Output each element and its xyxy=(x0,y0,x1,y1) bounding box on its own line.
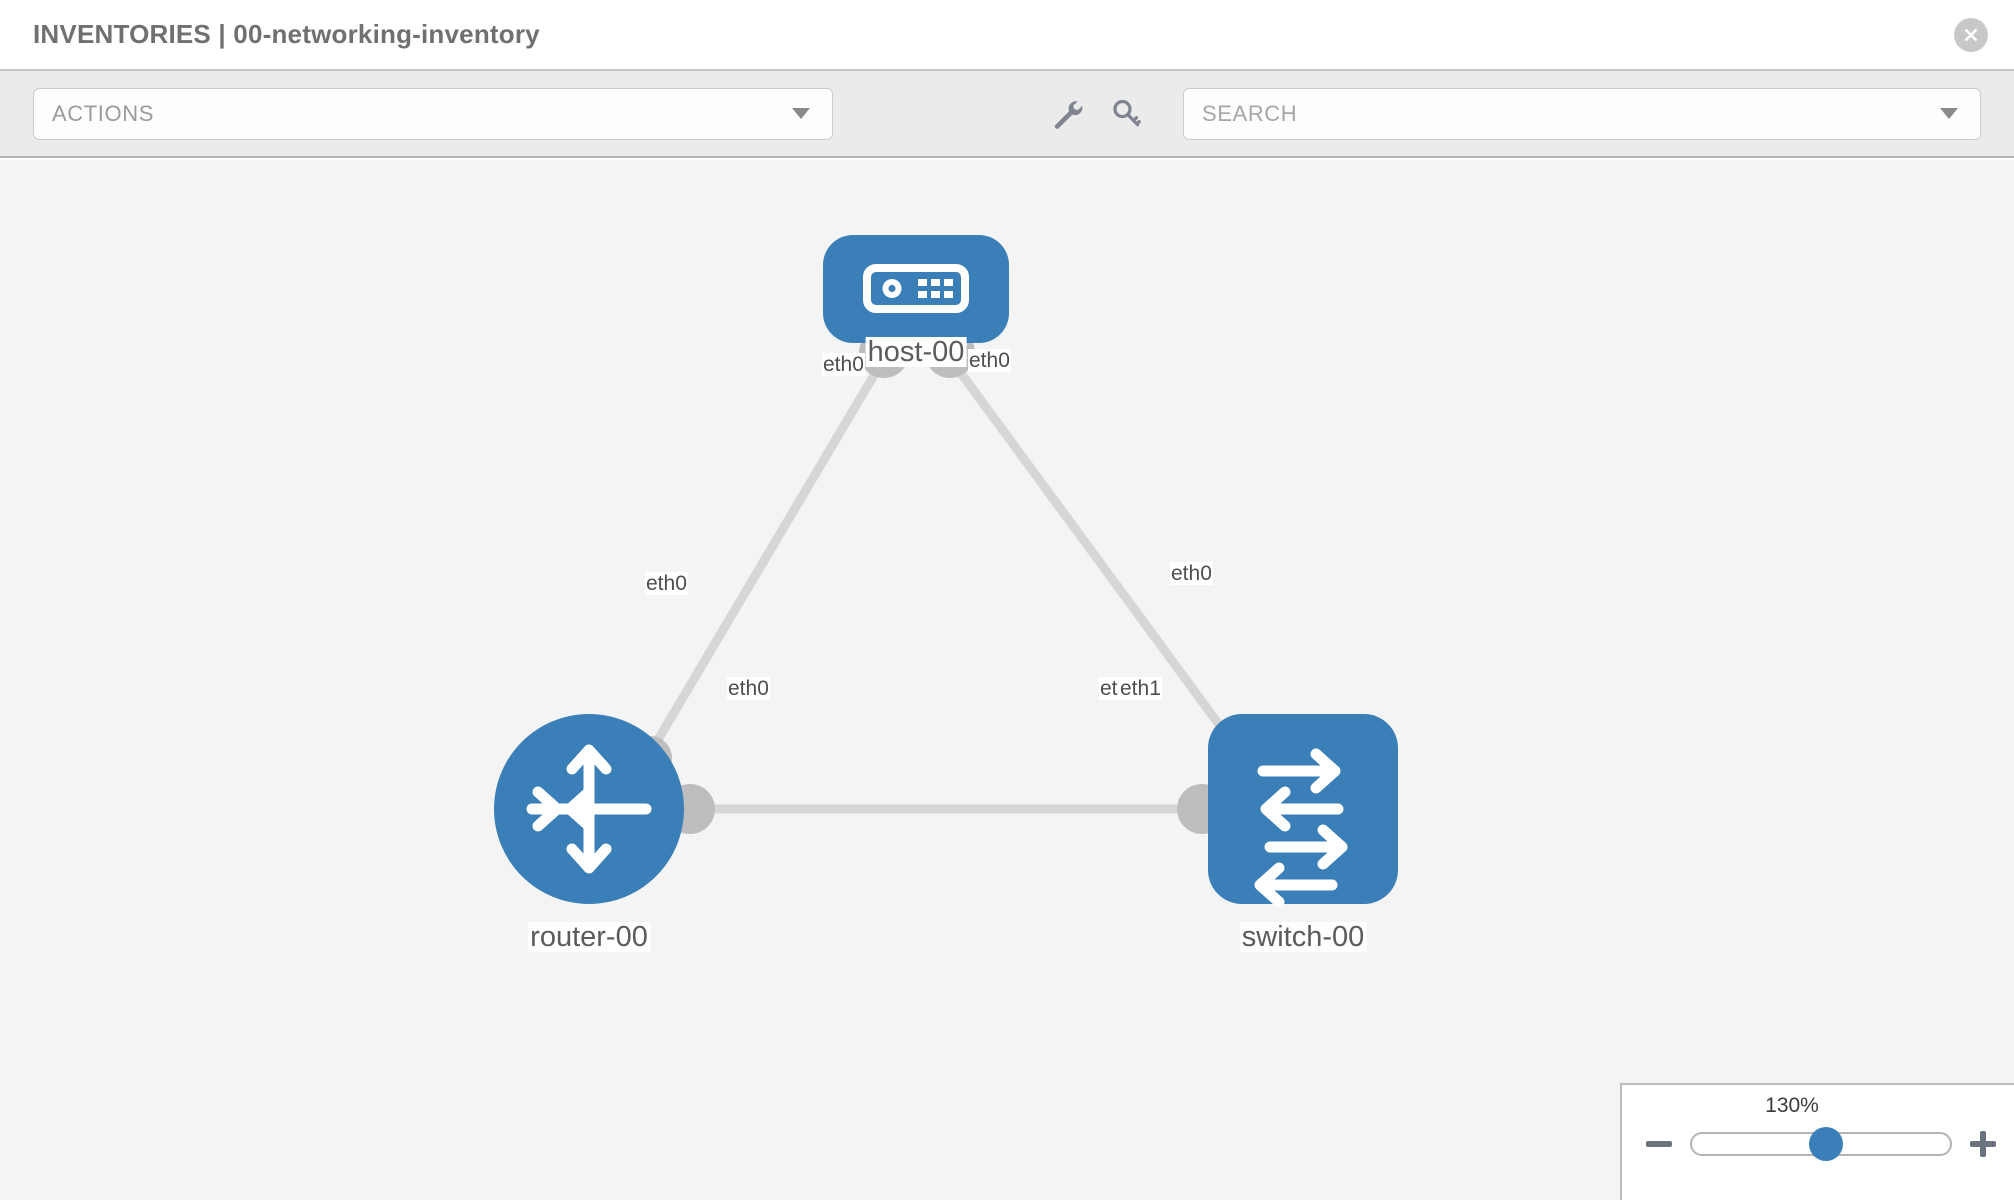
node-host-00[interactable] xyxy=(823,235,1009,343)
search-input[interactable] xyxy=(1202,100,1902,127)
search-field[interactable] xyxy=(1183,87,1981,140)
window-header: INVENTORIES | 00-networking-inventory xyxy=(0,0,2014,69)
link-host00-switch00[interactable] xyxy=(951,362,1249,763)
node-label-host-00: host-00 xyxy=(865,336,967,368)
topology-graph xyxy=(494,235,1398,908)
switch-arrows-icon xyxy=(1254,748,1348,908)
close-icon xyxy=(1964,28,1978,41)
zoom-out-button[interactable] xyxy=(1644,1129,1674,1159)
zoom-control-panel: 130% xyxy=(1620,1083,2014,1200)
zoom-percent-label: 130% xyxy=(1765,1094,1819,1117)
topology-links xyxy=(636,362,1249,814)
link-host00-router00[interactable] xyxy=(636,362,884,773)
iface-label-router00-eth0-up: eth0 xyxy=(645,572,688,596)
server-icon xyxy=(863,264,969,313)
topology-connectors xyxy=(628,328,1258,834)
wrench-icon[interactable] xyxy=(1049,97,1083,131)
iface-label-host00-eth0-right: eth0 xyxy=(968,349,1011,373)
actions-dropdown-label: ACTIONS xyxy=(52,100,154,126)
zoom-slider-row xyxy=(1644,1127,1998,1161)
iface-label-switch00-eth1: eth1 xyxy=(1119,677,1162,701)
node-label-router-00: router-00 xyxy=(528,921,650,953)
toolbar-icon-group xyxy=(1049,97,1143,131)
chevron-down-icon xyxy=(792,108,810,119)
actions-dropdown[interactable]: ACTIONS xyxy=(33,87,833,140)
iface-label-switch00-eth0-up: eth0 xyxy=(1170,562,1213,586)
search-chevron-down-icon[interactable] xyxy=(1940,108,1958,119)
page-title: INVENTORIES | 00-networking-inventory xyxy=(33,19,540,49)
node-label-switch-00: switch-00 xyxy=(1239,921,1367,953)
topology-canvas[interactable]: host-00 router-00 switch-00 eth0 eth0 et… xyxy=(0,160,2014,1200)
node-router-00[interactable] xyxy=(494,714,684,904)
router-arrows-icon xyxy=(526,744,652,874)
toolbar: ACTIONS xyxy=(0,69,2014,158)
iface-label-router00-eth0-right: eth0 xyxy=(727,677,770,701)
iface-label-host00-eth0-left: eth0 xyxy=(822,353,865,377)
close-button[interactable] xyxy=(1954,17,1988,52)
zoom-slider-track[interactable] xyxy=(1690,1127,1952,1161)
zoom-slider-thumb[interactable] xyxy=(1809,1127,1844,1161)
node-switch-00[interactable] xyxy=(1208,714,1398,908)
key-icon[interactable] xyxy=(1109,97,1143,131)
zoom-in-button[interactable] xyxy=(1968,1129,1998,1159)
